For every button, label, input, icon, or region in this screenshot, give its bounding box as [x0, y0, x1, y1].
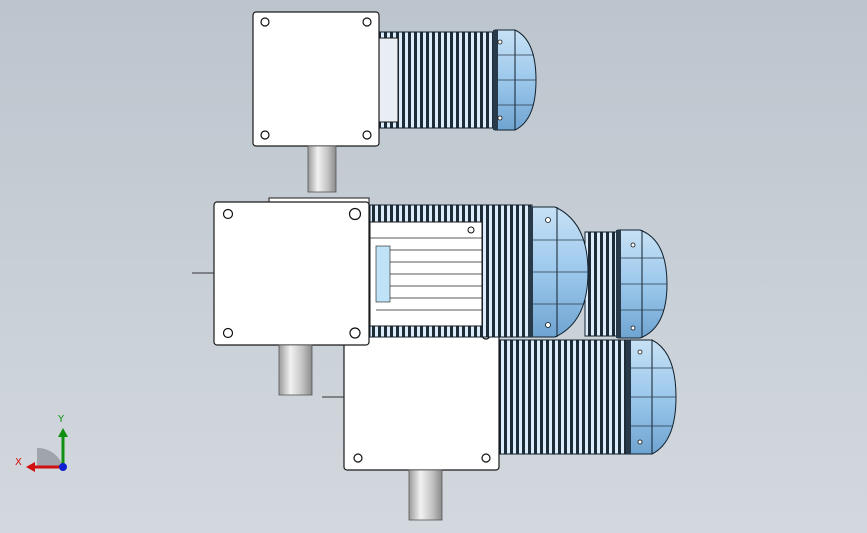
bolt-hole-icon [349, 327, 361, 339]
bolt-hole-icon [260, 130, 270, 140]
motor-flange-top [377, 37, 399, 123]
screw-icon [545, 217, 551, 223]
bolt-hole-icon [222, 208, 234, 220]
bolt-hole-icon [362, 130, 372, 140]
bolt-hole-icon [481, 453, 491, 463]
screw-icon [545, 322, 551, 328]
output-shaft-top [307, 145, 337, 193]
unit-middle[interactable] [192, 197, 589, 396]
axis-triad [26, 428, 68, 472]
screw-icon [497, 115, 503, 121]
screw-icon [637, 439, 643, 445]
screw-icon [467, 226, 475, 234]
motor-body-bottom [499, 339, 631, 455]
output-shaft-middle [278, 344, 313, 396]
bolt-hole-icon [353, 453, 363, 463]
bolt-hole-icon [348, 207, 362, 221]
cap-ring-top [493, 30, 498, 130]
screw-icon [497, 39, 503, 45]
gearbox-housing-bottom [343, 324, 500, 471]
unit-bottom[interactable] [322, 324, 677, 521]
bolt-hole-icon [362, 17, 372, 27]
x-axis-label: X [15, 457, 22, 468]
z-axis-dot [59, 463, 67, 471]
bolt-hole-icon [222, 327, 234, 339]
screw-icon [637, 349, 643, 355]
unit-top[interactable] [252, 11, 537, 193]
y-axis-label: Y [58, 414, 65, 425]
motor-body-top [379, 31, 496, 129]
gearbox-housing-top [252, 11, 380, 147]
unit-rear-motor[interactable] [584, 229, 668, 339]
screw-icon [630, 242, 636, 248]
gearbox-housing-middle [213, 201, 370, 346]
bolt-hole-icon [260, 17, 270, 27]
screw-icon [630, 325, 636, 331]
output-shaft-bottom [408, 469, 443, 521]
